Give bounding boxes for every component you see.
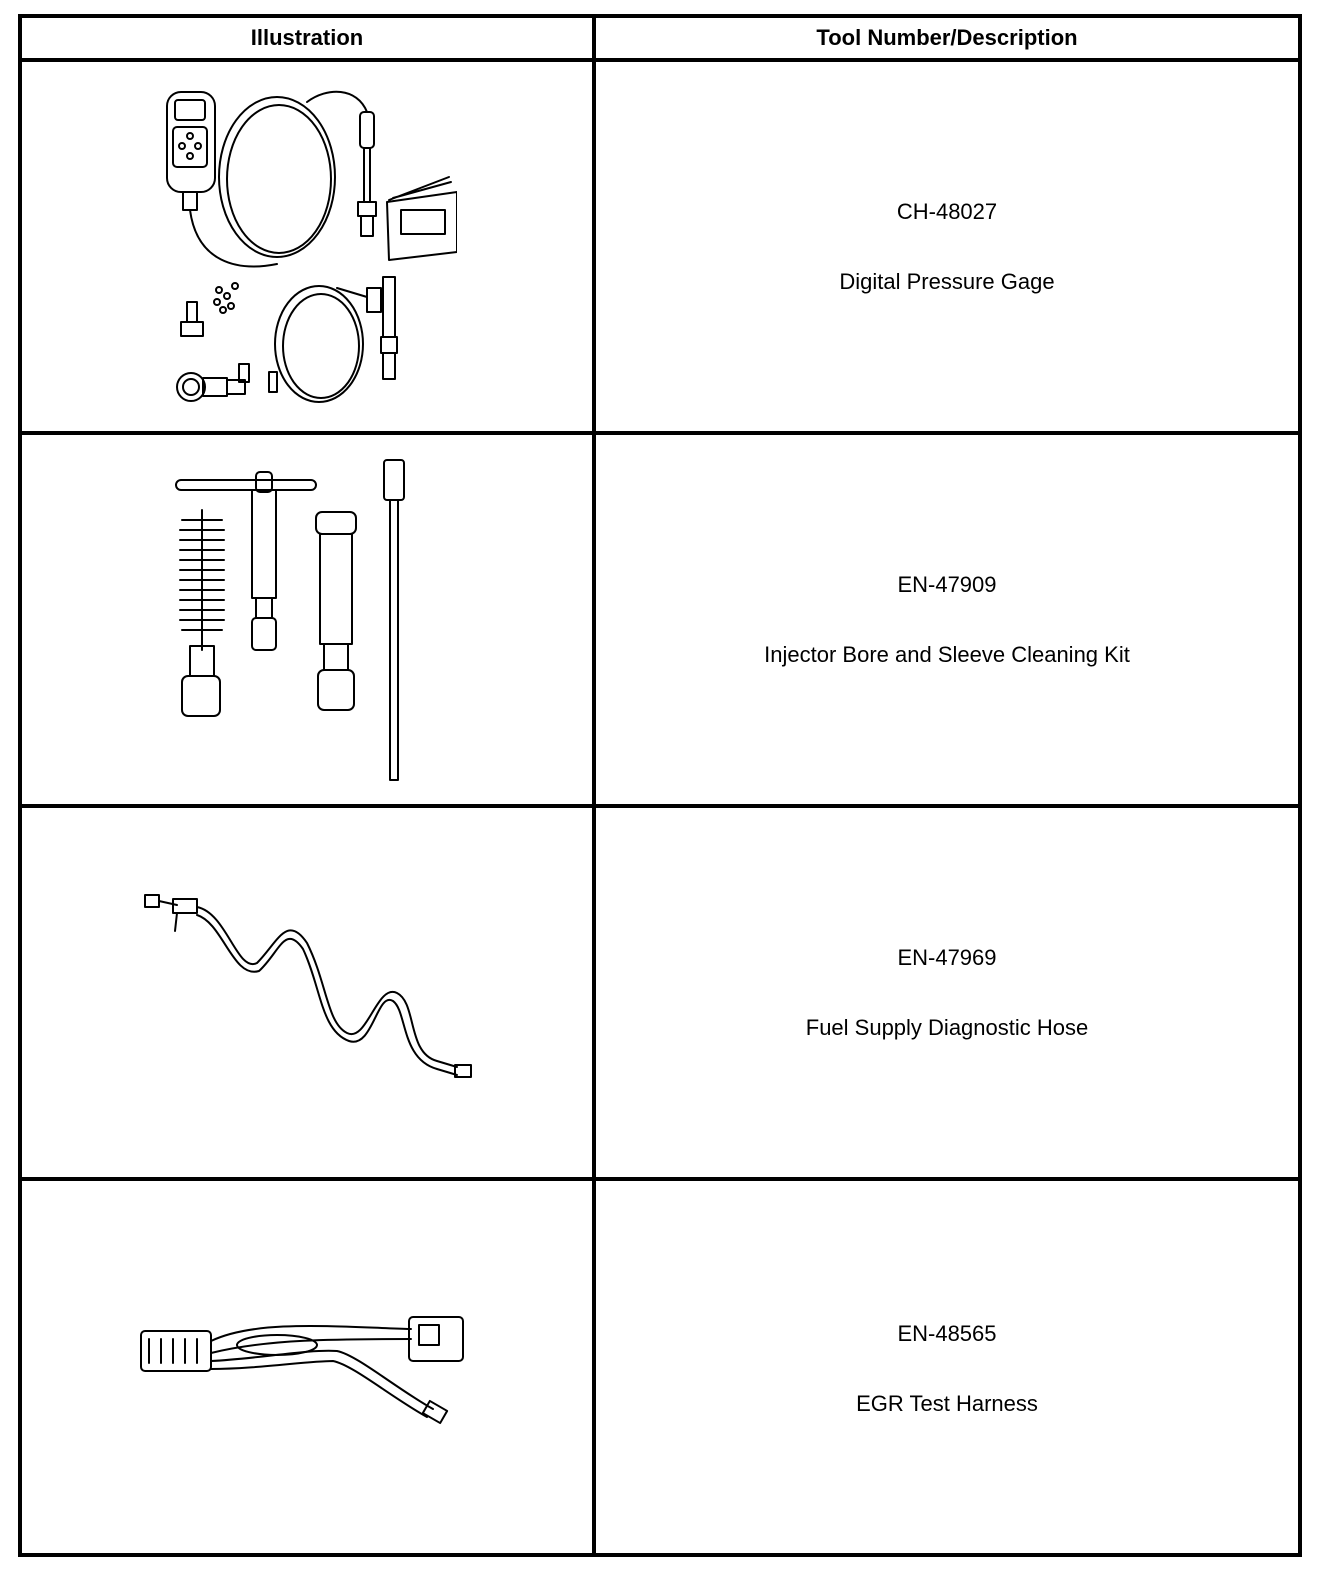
row-divider: [22, 804, 1298, 808]
fuel-hose-icon: [144, 893, 472, 1078]
row-divider: [22, 58, 1298, 62]
tool-description: Digital Pressure Gage: [839, 268, 1055, 294]
tool-number: EN-47969: [897, 944, 997, 970]
tool-number: EN-47909: [897, 571, 997, 597]
tool-description: Injector Bore and Sleeve Cleaning Kit: [764, 641, 1130, 667]
tool-description: EGR Test Harness: [856, 1391, 1038, 1416]
row-divider: [22, 431, 1298, 435]
row-divider: [22, 1177, 1298, 1181]
header-tool-description: Tool Number/Description: [816, 25, 1078, 50]
tool-description: Fuel Supply Diagnostic Hose: [805, 1014, 1089, 1040]
egr-harness-icon: [140, 1316, 464, 1425]
table-row-3-description: EN-47969 Fuel Supply Diagnostic Hose: [596, 808, 1298, 1177]
digital-pressure-gage-icon: [166, 90, 457, 403]
table-row-1-description: CH-48027 Digital Pressure Gage: [596, 62, 1298, 431]
table-row-1-illustration: [22, 62, 592, 431]
table-row-2-description: EN-47909 Injector Bore and Sleeve Cleani…: [596, 435, 1298, 804]
table-row-2-illustration: [22, 435, 592, 804]
column-divider: [592, 18, 596, 1553]
tool-number: EN-48565: [897, 1321, 997, 1346]
injector-cleaning-kit-icon: [175, 458, 405, 781]
tool-number: CH-48027: [896, 198, 998, 224]
table-row-4-illustration: [22, 1181, 592, 1557]
table-row-3-illustration: [22, 808, 592, 1177]
special-tools-table: Illustration Tool Number/Description: [18, 14, 1302, 1557]
header-illustration: Illustration: [250, 25, 364, 50]
table-row-4-description: EN-48565 EGR Test Harness: [596, 1181, 1298, 1557]
